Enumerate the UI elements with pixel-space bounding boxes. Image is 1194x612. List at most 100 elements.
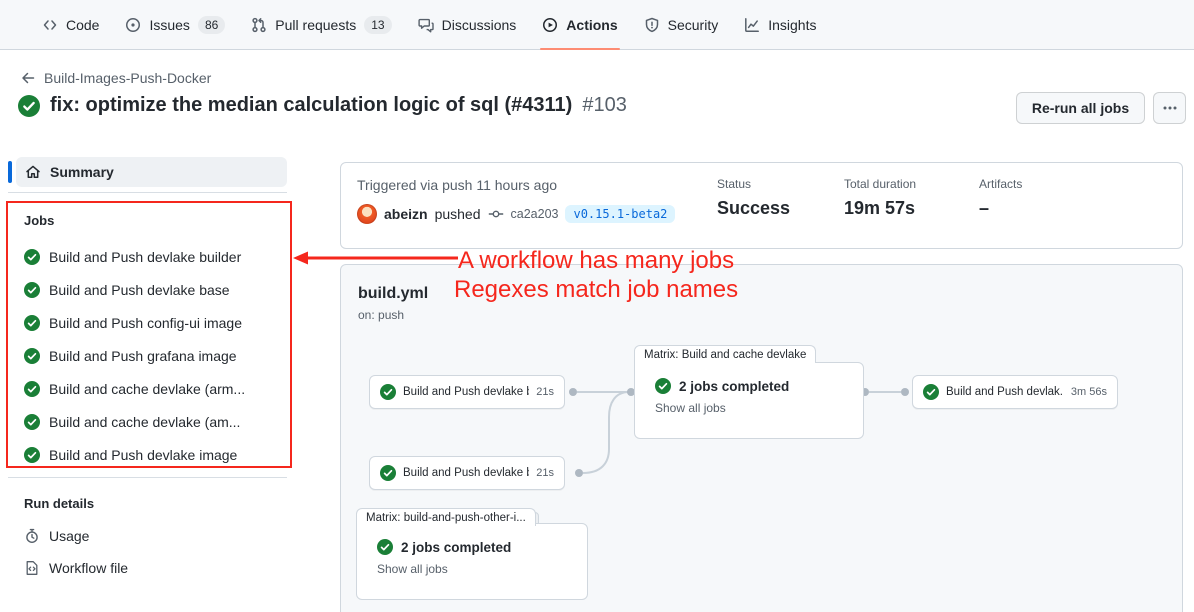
nav-tab-actions[interactable]: Actions: [532, 0, 627, 50]
run-number: #103: [582, 94, 627, 116]
avatar[interactable]: [357, 204, 377, 224]
sidebar-job-item[interactable]: Build and cache devlake (am...: [0, 405, 292, 438]
status-column: Status Success: [717, 177, 790, 219]
code-icon: [42, 17, 58, 33]
nav-tab-label: Pull requests: [275, 16, 357, 33]
workflow-name-link[interactable]: Build-Images-Push-Docker: [44, 70, 212, 86]
run-details-label: Run details: [24, 496, 95, 511]
repo-tab-bar: Code Issues 86 Pull requests 13 Discussi…: [0, 0, 1194, 50]
show-all-jobs-link[interactable]: Show all jobs: [377, 562, 448, 576]
success-check-icon: [923, 384, 939, 400]
success-check-icon: [24, 446, 40, 463]
nav-tab-label: Actions: [566, 16, 618, 33]
pull-requests-count-badge: 13: [364, 15, 392, 34]
sidebar-job-item[interactable]: Build and Push devlake image: [0, 438, 292, 471]
success-check-icon: [24, 314, 40, 331]
trigger-info: Triggered via push 11 hours ago: [357, 177, 558, 193]
artifacts-label: Artifacts: [979, 177, 1023, 191]
success-check-icon: [380, 465, 396, 481]
matrix-other-tab[interactable]: Matrix: build-and-push-other-i...: [356, 508, 536, 526]
matrix-cache-node[interactable]: 2 jobs completed Show all jobs: [634, 362, 864, 439]
workflow-trigger: on: push: [358, 308, 405, 322]
success-check-icon: [380, 384, 396, 400]
status-value: Success: [717, 198, 791, 218]
workflow-graph-card: build.yml on: push Build and Push devlak…: [340, 264, 1183, 612]
sidebar-job-item[interactable]: Build and Push devlake base: [0, 273, 292, 306]
kebab-icon: [1163, 106, 1176, 110]
nav-tab-insights[interactable]: Insights: [734, 0, 826, 49]
sidebar-job-item[interactable]: Build and Push grafana image: [0, 339, 292, 372]
nav-tab-issues[interactable]: Issues 86: [115, 0, 235, 49]
matrix-summary: 2 jobs completed: [401, 539, 512, 555]
sidebar-job-item[interactable]: Build and cache devlake (arm...: [0, 372, 292, 405]
job-name: Build and Push devlake builder: [49, 248, 242, 265]
graph-node-duration: 21s: [536, 467, 554, 479]
stopwatch-icon: [24, 528, 40, 544]
nav-tab-code[interactable]: Code: [32, 0, 109, 49]
duration-column: Total duration 19m 57s: [844, 177, 916, 219]
sidebar-item-label: Summary: [50, 164, 114, 180]
jobs-list: Build and Push devlake builder Build and…: [0, 240, 292, 471]
success-check-icon: [24, 380, 40, 397]
actor-login[interactable]: abeizn: [384, 206, 428, 222]
issue-opened-icon: [125, 17, 141, 33]
sidebar-item-usage[interactable]: Usage: [24, 528, 89, 544]
sidebar-job-item[interactable]: Build and Push config-ui image: [0, 306, 292, 339]
nav-tab-label: Security: [667, 16, 719, 33]
nav-tab-discussions[interactable]: Discussions: [408, 0, 527, 49]
sidebar-item-workflow-file[interactable]: Workflow file: [24, 560, 128, 576]
sidebar-job-item[interactable]: Build and Push devlake builder: [0, 240, 292, 273]
artifacts-column: Artifacts –: [979, 177, 1022, 219]
graph-node-devlake-builder[interactable]: Build and Push devlake bu... 21s: [369, 456, 565, 490]
nav-tab-pull-requests[interactable]: Pull requests 13: [241, 0, 401, 49]
status-label: Status: [717, 177, 752, 191]
artifacts-value: –: [979, 198, 990, 218]
sidebar-divider: [8, 477, 287, 478]
push-info-row: abeizn pushed ca2a203 v0.15.1-beta2: [357, 202, 676, 226]
discussions-icon: [417, 17, 434, 33]
job-name: Build and Push config-ui image: [49, 314, 243, 331]
commit-sha-link[interactable]: ca2a203: [510, 207, 559, 221]
sidebar-item-summary[interactable]: Summary: [16, 157, 287, 187]
jobs-section-label: Jobs: [24, 213, 55, 228]
job-name: Build and Push devlake image: [49, 446, 238, 463]
job-name: Build and cache devlake (am...: [49, 413, 241, 430]
graph-node-devlake-base[interactable]: Build and Push devlake ba... 21s: [369, 375, 565, 409]
graph-node-devlake-image[interactable]: Build and Push devlak... 3m 56s: [912, 375, 1118, 409]
run-title-row: fix: optimize the median calculation log…: [18, 94, 627, 117]
breadcrumb[interactable]: Build-Images-Push-Docker: [20, 70, 211, 86]
success-check-icon: [24, 347, 40, 364]
run-summary-card: Triggered via push 11 hours ago abeizn p…: [340, 162, 1183, 249]
show-all-jobs-link[interactable]: Show all jobs: [655, 401, 726, 415]
job-name: Build and Push grafana image: [49, 347, 237, 364]
graph-node-label: Build and Push devlake ba...: [403, 386, 529, 398]
shield-icon: [644, 17, 660, 33]
sidebar-divider: [8, 192, 287, 193]
git-commit-icon: [488, 206, 504, 222]
matrix-summary: 2 jobs completed: [679, 378, 790, 394]
play-icon: [542, 17, 558, 33]
sidebar-item-label: Usage: [49, 528, 90, 544]
job-name: Build and Push devlake base: [49, 281, 230, 298]
matrix-cache-tab[interactable]: Matrix: Build and cache devlake: [634, 345, 817, 363]
push-verb: pushed: [434, 206, 481, 222]
workflow-file-name: build.yml: [358, 285, 429, 302]
annotation-arrow-icon: [293, 251, 458, 265]
ref-tag-badge[interactable]: v0.15.1-beta2: [565, 205, 676, 223]
matrix-other-node[interactable]: 2 jobs completed Show all jobs: [356, 523, 588, 600]
git-pull-request-icon: [251, 17, 267, 33]
success-check-icon: [24, 413, 40, 430]
page-title: fix: optimize the median calculation log…: [50, 94, 573, 116]
duration-label: Total duration: [844, 177, 917, 191]
active-item-accent-bar: [8, 161, 12, 183]
nav-tab-label: Discussions: [441, 16, 517, 33]
nav-tab-security[interactable]: Security: [634, 0, 729, 49]
graph-node-label: Build and Push devlake bu...: [403, 467, 529, 479]
job-name: Build and cache devlake (arm...: [49, 380, 246, 397]
kebab-menu-button[interactable]: [1153, 92, 1186, 124]
rerun-all-jobs-button[interactable]: Re-run all jobs: [1016, 92, 1145, 124]
success-check-icon: [24, 248, 40, 265]
sidebar-item-label: Workflow file: [49, 560, 129, 576]
nav-tab-label: Insights: [768, 16, 817, 33]
